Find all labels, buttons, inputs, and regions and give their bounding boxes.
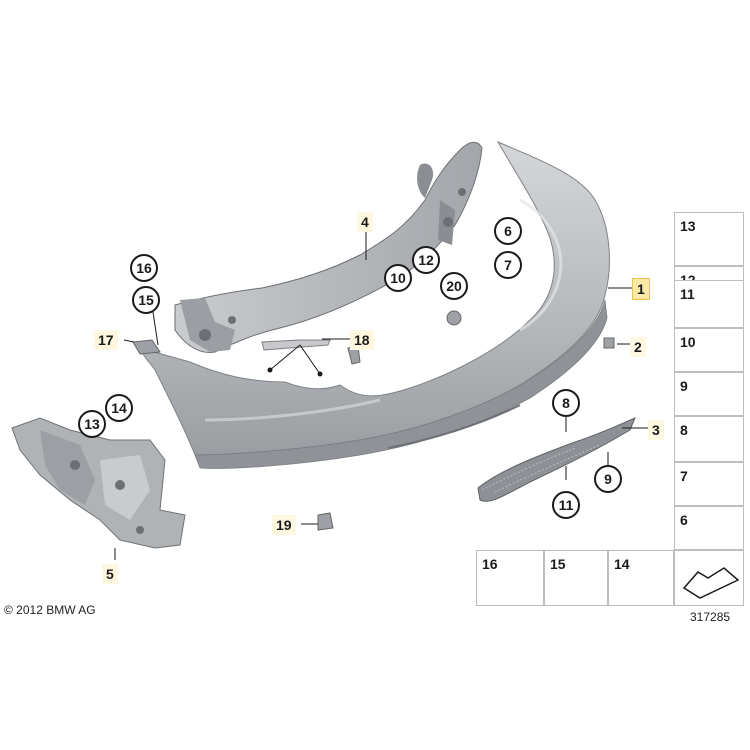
legend-num-16: 16	[482, 556, 498, 572]
side-bracket	[11, 417, 186, 549]
callout-19: 19	[272, 515, 296, 535]
legend-cell-7[interactable]: 7	[674, 462, 744, 506]
legend-cell-11[interactable]: 11	[674, 280, 744, 328]
callout-16: 16	[130, 254, 158, 282]
legend-num-8: 8	[680, 422, 688, 438]
legend-num-14: 14	[614, 556, 630, 572]
callout-6: 6	[494, 217, 522, 245]
legend-num-13: 13	[680, 218, 696, 234]
callout-18: 18	[350, 330, 374, 350]
legend-num-10: 10	[680, 334, 696, 350]
callout-8: 8	[552, 389, 580, 417]
callout-3: 3	[648, 420, 664, 440]
leader-lines	[114, 230, 648, 560]
reflector-strip	[261, 339, 331, 351]
legend-cell-arrow	[674, 550, 744, 606]
callout-12: 12	[412, 246, 440, 274]
drawing-number: 317285	[690, 610, 731, 624]
legend-cell-14[interactable]: 14	[608, 550, 674, 606]
callout-9: 9	[594, 465, 622, 493]
callout-14: 14	[105, 394, 133, 422]
legend-cell-16[interactable]: 16	[476, 550, 544, 606]
legend-cell-6[interactable]: 6	[674, 506, 744, 550]
callout-7: 7	[494, 251, 522, 279]
copyright-text: © 2012 BMW AG	[4, 603, 96, 617]
legend-num-7: 7	[680, 468, 688, 484]
callout-20: 20	[440, 272, 468, 300]
legend-cell-13[interactable]: 13	[674, 212, 744, 266]
callout-15: 15	[132, 286, 160, 314]
arrow-icon	[682, 567, 740, 599]
callout-2: 2	[630, 337, 646, 357]
callout-5: 5	[102, 564, 118, 584]
legend-num-6: 6	[680, 512, 688, 528]
legend-cell-15[interactable]: 15	[544, 550, 608, 606]
bumper-cover	[139, 140, 610, 469]
callout-4: 4	[357, 212, 373, 232]
callout-13: 13	[78, 410, 106, 438]
legend-num-11: 11	[680, 286, 695, 302]
legend-cell-8[interactable]: 8	[674, 416, 744, 462]
callout-17: 17	[94, 330, 118, 350]
callout-10: 10	[384, 264, 412, 292]
legend-num-9: 9	[680, 378, 688, 394]
legend-cell-10[interactable]: 10	[674, 328, 744, 372]
diffuser-panel	[477, 417, 636, 502]
legend-num-15: 15	[550, 556, 566, 572]
legend-cell-9[interactable]: 9	[674, 372, 744, 416]
callout-11: 11	[552, 491, 580, 519]
callout-1: 1	[632, 278, 650, 300]
bumper-carrier	[174, 141, 483, 354]
small-parts	[132, 310, 615, 531]
